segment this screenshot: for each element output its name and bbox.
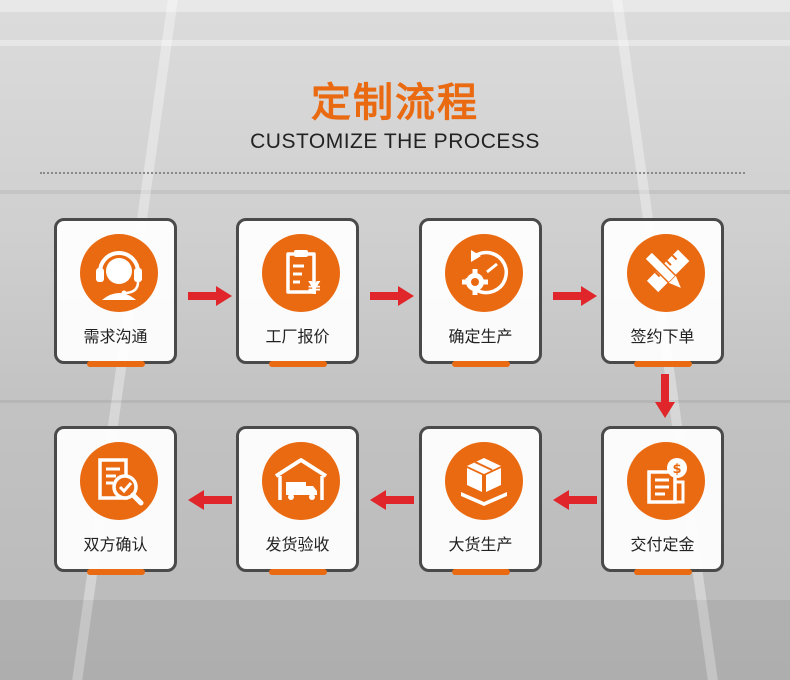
arrow-left-icon — [553, 490, 597, 510]
step-card-shipping: 发货验收 — [236, 426, 359, 575]
arrow-right-icon — [370, 286, 414, 306]
arrow-left-icon — [188, 490, 232, 510]
accent-bar — [452, 361, 510, 367]
step-label: 签约下单 — [630, 327, 695, 346]
headset-icon — [80, 234, 158, 312]
step-label: 发货验收 — [265, 535, 330, 554]
step-label: 确定生产 — [448, 327, 513, 346]
accent-bar — [634, 569, 692, 575]
step-card-mass-production: 大货生产 — [419, 426, 542, 575]
document-magnifier-icon — [80, 442, 158, 520]
step-card-production-confirm: 确定生产 — [419, 218, 542, 367]
accent-bar — [87, 361, 145, 367]
step-label: 需求沟通 — [83, 327, 148, 346]
arrow-down-icon — [655, 374, 675, 418]
step-label: 交付定金 — [630, 535, 695, 554]
page-subtitle: CUSTOMIZE THE PROCESS — [250, 130, 540, 153]
step-card-communication: 需求沟通 — [54, 218, 177, 367]
dotted-divider — [40, 172, 745, 174]
accent-bar — [452, 569, 510, 575]
accent-bar — [269, 361, 327, 367]
gear-cycle-icon — [445, 234, 523, 312]
payment-receipt-icon: $ — [627, 442, 705, 520]
svg-text:¥: ¥ — [308, 278, 321, 299]
accent-bar — [269, 569, 327, 575]
pencil-ruler-icon — [627, 234, 705, 312]
step-card-quotation: ¥ 工厂报价 — [236, 218, 359, 367]
step-card-sign-order: 签约下单 — [601, 218, 724, 367]
arrow-right-icon — [188, 286, 232, 306]
pallet-box-icon — [445, 442, 523, 520]
accent-bar — [87, 569, 145, 575]
page-title: 定制流程 — [311, 80, 479, 126]
quote-document-icon: ¥ — [262, 234, 340, 312]
step-label: 双方确认 — [83, 535, 148, 554]
step-card-mutual-confirm: 双方确认 — [54, 426, 177, 575]
step-label: 大货生产 — [448, 535, 513, 554]
svg-text:$: $ — [673, 462, 682, 477]
accent-bar — [634, 361, 692, 367]
arrow-left-icon — [370, 490, 414, 510]
step-card-deposit: $ 交付定金 — [601, 426, 724, 575]
step-label: 工厂报价 — [265, 327, 330, 346]
warehouse-truck-icon — [262, 442, 340, 520]
arrow-right-icon — [553, 286, 597, 306]
